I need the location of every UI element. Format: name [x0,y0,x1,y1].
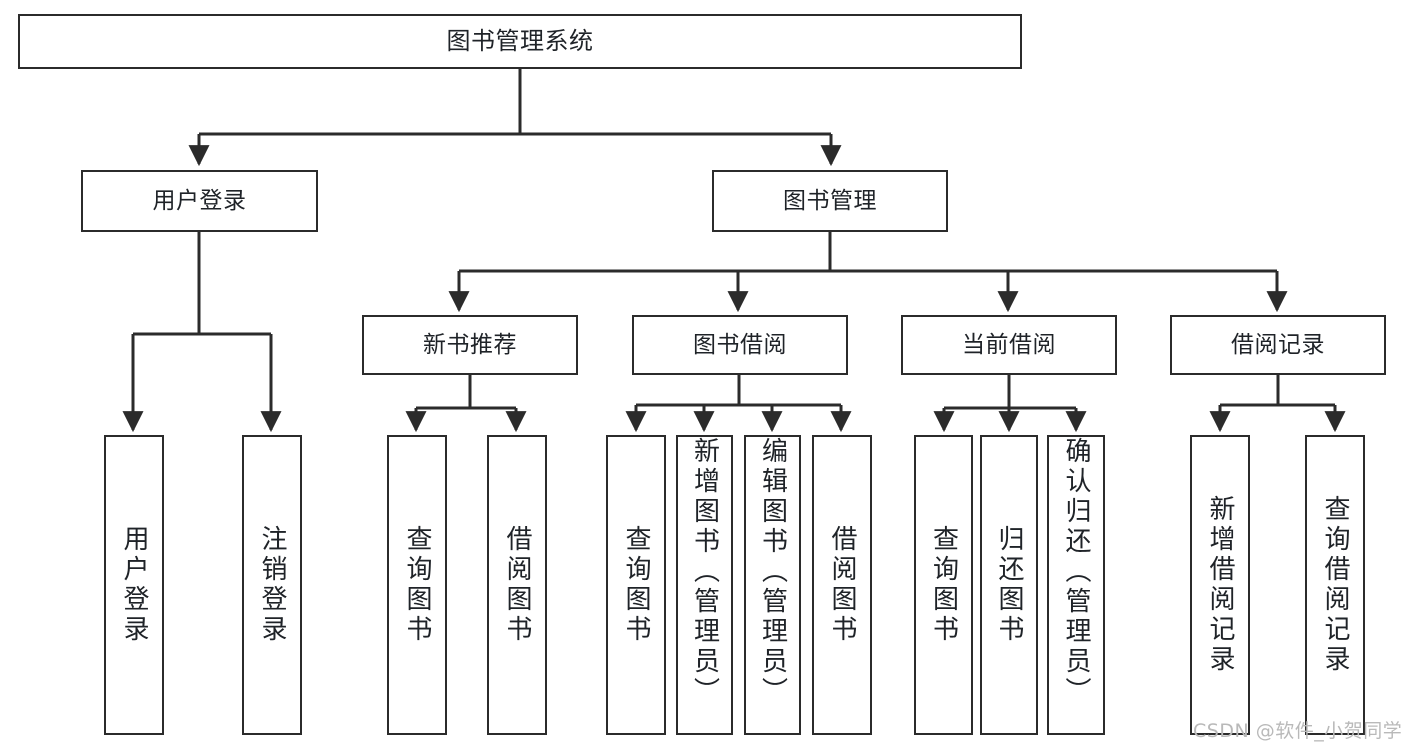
node-root[interactable]: 图书管理系统 [18,14,1022,69]
leaf-borrow-book-2-label: 借阅图书 [827,525,857,645]
leaf-user-login[interactable]: 用户登录 [104,435,164,735]
node-book-management-label: 图书管理 [783,187,877,214]
leaf-query-book-2-label: 查询图书 [621,525,651,645]
node-current-borrow-label: 当前借阅 [962,331,1056,358]
node-new-book-recommend[interactable]: 新书推荐 [362,315,578,375]
leaf-add-borrow-record[interactable]: 新增借阅记录 [1190,435,1250,735]
node-borrow-record[interactable]: 借阅记录 [1170,315,1386,375]
node-root-label: 图书管理系统 [446,26,594,55]
leaf-add-book-admin[interactable]: 新增图书（管理员） [676,435,733,735]
leaf-borrow-book-2[interactable]: 借阅图书 [812,435,872,735]
leaf-user-login-label: 用户登录 [119,525,149,645]
node-book-management[interactable]: 图书管理 [712,170,948,232]
leaf-edit-book-admin-label: 编辑图书（管理员） [757,437,788,707]
leaf-logout-login-label: 注销登录 [257,525,287,645]
leaf-query-book-3[interactable]: 查询图书 [914,435,973,735]
node-user-login-label: 用户登录 [152,187,247,214]
leaf-query-borrow-record-label: 查询借阅记录 [1320,495,1350,675]
leaf-query-borrow-record[interactable]: 查询借阅记录 [1305,435,1365,735]
leaf-add-book-admin-label: 新增图书（管理员） [689,437,720,707]
csdn-watermark: CSDN @软件_小贺同学 [1193,720,1403,742]
leaf-return-book-label: 归还图书 [994,525,1024,645]
leaf-query-book-1-label: 查询图书 [402,525,432,645]
leaf-logout-login[interactable]: 注销登录 [242,435,302,735]
node-user-login[interactable]: 用户登录 [81,170,318,232]
node-borrow-record-label: 借阅记录 [1231,331,1325,358]
leaf-add-borrow-record-label: 新增借阅记录 [1205,495,1235,675]
node-book-borrow-label: 图书借阅 [693,331,787,358]
leaf-query-book-3-label: 查询图书 [928,525,959,645]
leaf-borrow-book-1-label: 借阅图书 [502,525,532,645]
leaf-confirm-return-admin[interactable]: 确认归还（管理员） [1047,435,1105,735]
leaf-query-book-1[interactable]: 查询图书 [387,435,447,735]
leaf-confirm-return-admin-label: 确认归还（管理员） [1061,437,1091,707]
leaf-borrow-book-1[interactable]: 借阅图书 [487,435,547,735]
leaf-query-book-2[interactable]: 查询图书 [606,435,666,735]
node-new-book-recommend-label: 新书推荐 [423,331,517,358]
node-current-borrow[interactable]: 当前借阅 [901,315,1117,375]
leaf-edit-book-admin[interactable]: 编辑图书（管理员） [744,435,801,735]
node-book-borrow[interactable]: 图书借阅 [632,315,848,375]
leaf-return-book[interactable]: 归还图书 [980,435,1038,735]
